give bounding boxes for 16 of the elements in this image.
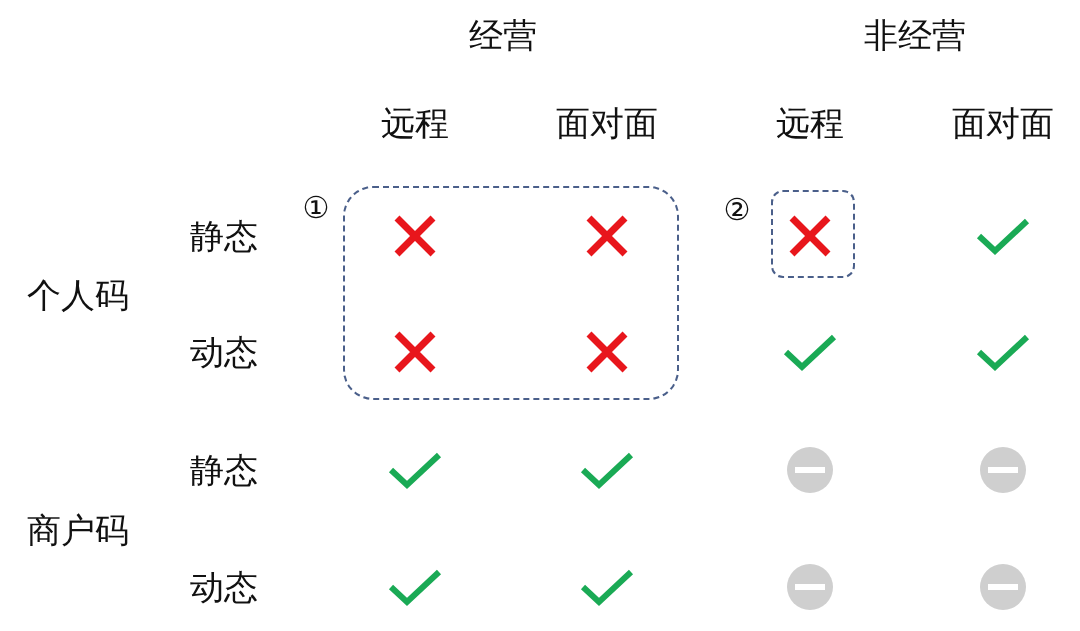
dashed-group-outline xyxy=(771,190,855,278)
row-label: 动态 xyxy=(190,332,258,372)
row-label: 静态 xyxy=(190,450,258,490)
row-label: 静态 xyxy=(190,216,258,256)
callout-number: ① xyxy=(302,190,330,226)
column-label: 面对面 xyxy=(556,103,658,143)
row-group-label: 商户码 xyxy=(27,510,129,550)
dashed-group-outline xyxy=(343,186,679,400)
column-label: 远程 xyxy=(776,103,844,143)
row-label: 动态 xyxy=(190,567,258,607)
column-label: 面对面 xyxy=(952,103,1054,143)
row-group-label: 个人码 xyxy=(27,275,129,315)
header-label: 非经营 xyxy=(864,15,966,55)
column-label: 远程 xyxy=(381,103,449,143)
callout-number: ② xyxy=(723,192,751,228)
header-label: 经营 xyxy=(469,15,537,55)
